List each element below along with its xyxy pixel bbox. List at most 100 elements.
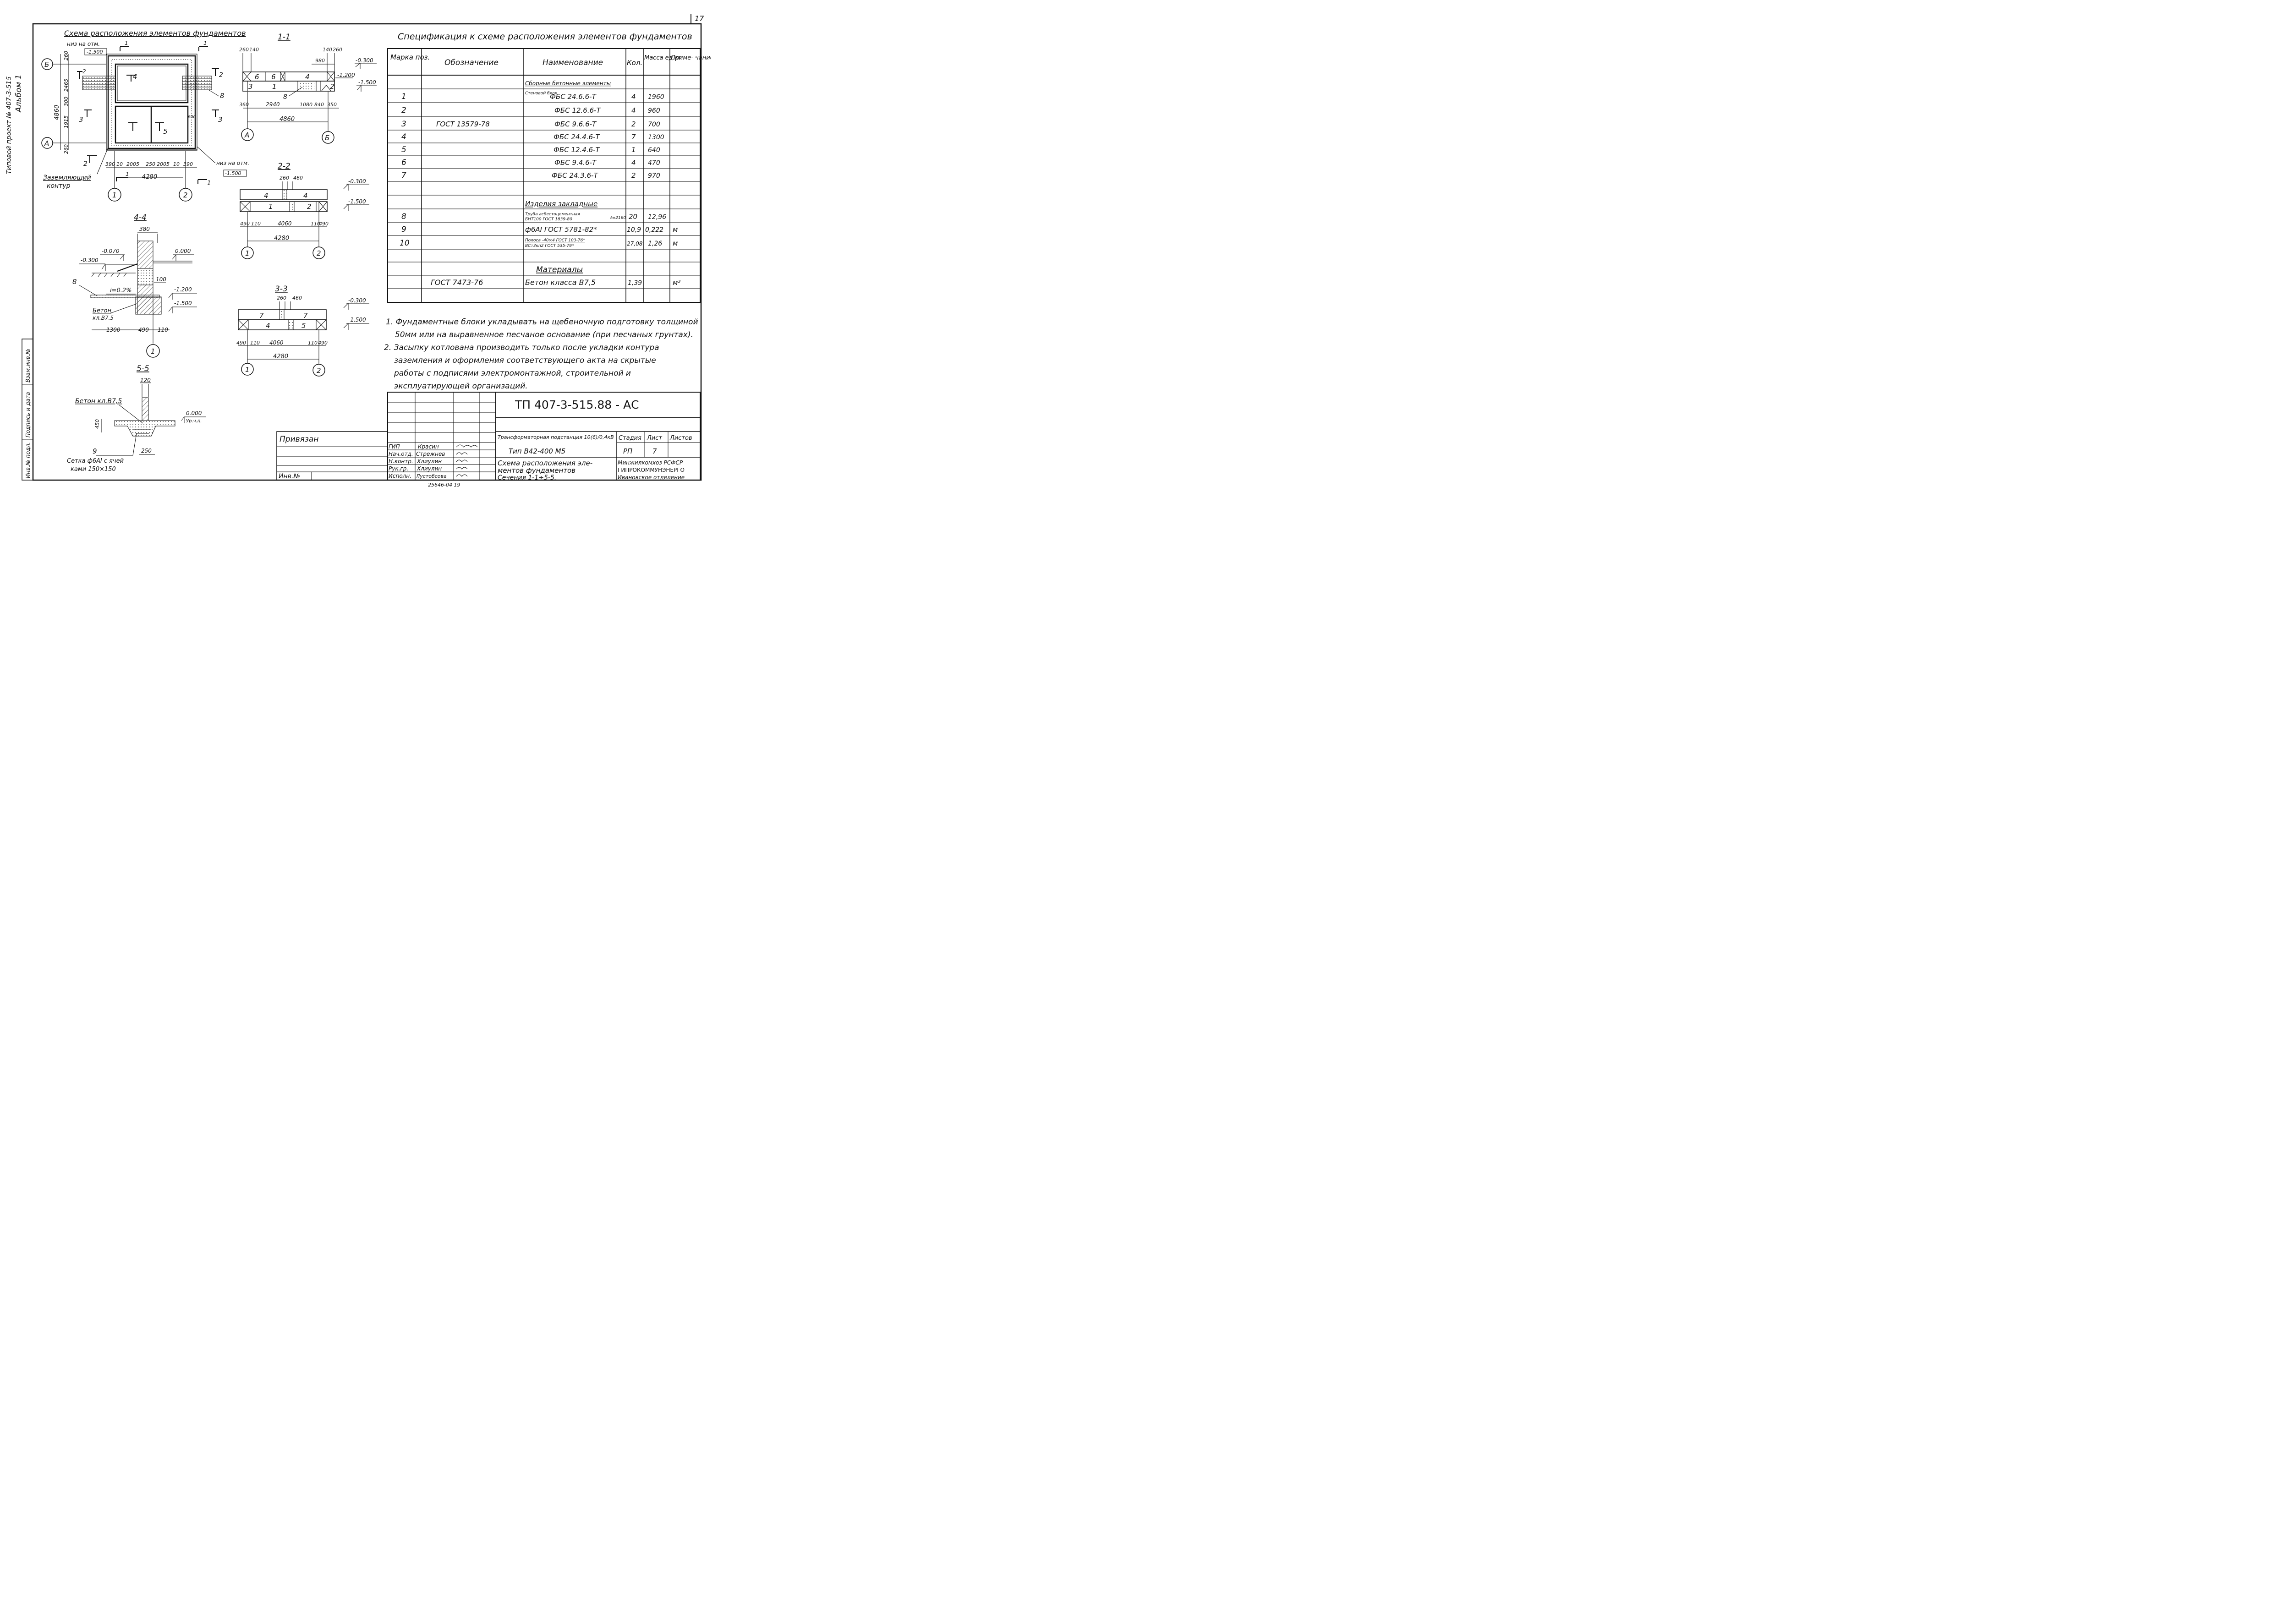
- spec-mat-note: м³: [673, 279, 680, 287]
- plan-dim-left-6: 260: [63, 144, 69, 154]
- s22-dim-top-0: 260: [280, 175, 289, 181]
- plan-dim-bottom-3: 250: [146, 161, 155, 167]
- stamp-sheet-2: ментов фундаментов: [498, 466, 575, 475]
- note-line: эксплуатирующей организаций.: [394, 382, 528, 391]
- section-markers: 1 1 1 1 2 2 2 3 3: [77, 40, 223, 187]
- spec-row2-note: м: [673, 225, 678, 234]
- spec-row-mass: 470: [648, 159, 660, 167]
- s33-block-7a: 7: [259, 312, 264, 320]
- stamp-bottom-text: 25646-04 19: [428, 482, 460, 488]
- s11-label-8: 8: [283, 93, 287, 101]
- side-stamp: Взам.инв.№ Подпись и дата Инв.№ подл.: [22, 339, 33, 481]
- margin-text: Типовой проект № 407-3-515 Альбом 1: [5, 75, 23, 174]
- s33-title: 3-3: [275, 284, 288, 294]
- spec-row-mass: 1960: [648, 93, 664, 101]
- plan-niz-value-2: -1.500: [225, 170, 241, 176]
- section-2-2: 2-2 260 460 4 4 1 2 -0.300 -1.500 490 11…: [240, 162, 369, 259]
- spec-row2-mass: 12,96: [648, 213, 666, 221]
- stamp-sheet-1: Схема расположения эле-: [498, 459, 592, 467]
- s11-dim-total: 4860: [280, 116, 295, 123]
- section-3-3: 3-3 260 460 7 7 4 5 -0.300 -1.500 490 11…: [236, 284, 369, 377]
- spec-row2-mass: 0,222: [645, 226, 663, 234]
- stamp-privyazan: Привязан: [280, 435, 318, 444]
- drawing-sheet: 17 Типовой проект № 407-3-515 Альбом 1 В…: [0, 0, 711, 496]
- sec-marker-5: 5: [163, 127, 168, 136]
- plan-view: Схема расположения элементов фундаментов…: [41, 29, 249, 202]
- s33-axis-2: 2: [317, 366, 321, 375]
- s44-dim-100: 100: [156, 276, 166, 283]
- s55-dim-bottom: 250: [141, 448, 152, 454]
- spec-row2-pos: 9: [401, 225, 406, 234]
- s33-axis-1: 1: [245, 366, 250, 374]
- signature-icon: [456, 467, 468, 470]
- sec-marker-3a: 3: [79, 115, 83, 124]
- spec-row-mass: 960: [648, 107, 660, 115]
- s33-dim-bottom-4: 490: [318, 340, 328, 346]
- s33-block-4: 4: [266, 322, 270, 330]
- spec-row-name: ФБС 24.6.6-Т: [550, 93, 597, 101]
- signature-icon: [456, 444, 478, 448]
- s44-label-8: 8: [72, 278, 77, 286]
- section-4-4: 4-4 380 -0.070 0.000 -0.300 8 i=0.2% 100: [72, 213, 197, 358]
- s22-dim-total: 4280: [274, 235, 289, 242]
- spec-row2-name2: ВСт3кп2 ГОСТ 535-79*: [525, 244, 574, 248]
- spec-row2-qty: 27,08: [627, 241, 643, 247]
- spec-section3: Материалы: [536, 265, 583, 274]
- plan-dim-left-0: 260: [63, 51, 69, 60]
- sec-marker-3b: 3: [218, 115, 223, 124]
- s44-elev-a: -0.070: [102, 248, 120, 254]
- plan-dim-left-2: 2465: [63, 79, 69, 92]
- s11-block-2: 2: [330, 82, 334, 91]
- spec-row-pos: 3: [401, 120, 406, 129]
- s22-elev-1: -0.300: [348, 178, 366, 185]
- spec-header-name: Наименование: [543, 58, 603, 67]
- s11-axis-A: А: [244, 131, 249, 139]
- spec-row-mass: 700: [648, 121, 660, 128]
- sec-marker-4: 4: [133, 72, 137, 81]
- s33-dim-top-0: 260: [277, 295, 286, 301]
- spec-row2-name1: ф6АI ГОСТ 5781-82*: [525, 225, 597, 234]
- stamp-name: Стрежнев: [416, 451, 445, 457]
- s11-dim-bottom-1: 2940: [266, 101, 280, 108]
- s22-block-2: 2: [307, 202, 312, 211]
- stamp-lists-label: Листов: [669, 435, 692, 442]
- s33-dim-bottom-2: 4060: [269, 339, 284, 346]
- side-stamp-c3: Взам.инв.№: [25, 349, 31, 383]
- plan-axis-A: А: [44, 139, 49, 148]
- spec-row2-name1: Полоса -40×4 ГОСТ 103-76*: [525, 238, 585, 243]
- s11-dim-top-1: 140: [249, 47, 259, 53]
- plan-dim-total-horz: 4280: [142, 174, 157, 180]
- plan-dim-bottom-0: 390: [105, 161, 115, 167]
- s33-block-7b: 7: [303, 312, 308, 320]
- page-number: 17: [695, 14, 704, 23]
- stamp-role: Рук.гр.: [389, 465, 408, 472]
- s22-dim-bottom-0: 490: [240, 221, 250, 227]
- note-line: 1. Фундаментные блоки укладывать на щебе…: [386, 317, 698, 327]
- spec-row-pos: 5: [401, 145, 406, 154]
- s11-dim-bottom-0: 360: [239, 102, 249, 108]
- spec-row-qty: 1: [631, 146, 636, 154]
- signature-icon: [456, 459, 468, 462]
- spec-row-lines: [388, 88, 700, 289]
- spec-rows-2: 8 Труба асбестоцементная БНТ100 ГОСТ 183…: [400, 212, 678, 248]
- s22-axis-1: 1: [245, 249, 250, 257]
- s11-axis-B: Б: [325, 134, 329, 142]
- s55-dim-top: 120: [140, 377, 151, 383]
- s11-dim-top-4: 980: [315, 58, 325, 64]
- s11-dim-top-0: 260: [239, 47, 249, 53]
- spec-row-mass: 640: [648, 147, 660, 154]
- s55-concrete: Бетон кл.В7,5: [75, 398, 122, 405]
- s22-block-4a: 4: [264, 191, 269, 200]
- spec-row-name: ФБС 24.4.6-Т: [554, 133, 601, 141]
- spec-table: Спецификация к схеме расположения элемен…: [387, 32, 711, 303]
- section-1-1: 1-1 260 140 140 260 980 6 6 4 3 1 2 8: [239, 33, 377, 144]
- plan-label-8: 8: [220, 92, 225, 100]
- s22-dim-bottom-2: 4060: [278, 220, 292, 227]
- s11-dim-top-3: 260: [333, 47, 342, 53]
- s11-dim-top-2: 140: [323, 47, 332, 53]
- s33-dim-bottom-3: 110: [308, 340, 318, 346]
- s33-elev-2: -1.500: [348, 317, 366, 323]
- s11-elev-1: -0.300: [356, 57, 373, 64]
- s11-elev-3: -1.500: [358, 79, 376, 86]
- spec-mat-gost: ГОСТ 7473-76: [431, 278, 483, 287]
